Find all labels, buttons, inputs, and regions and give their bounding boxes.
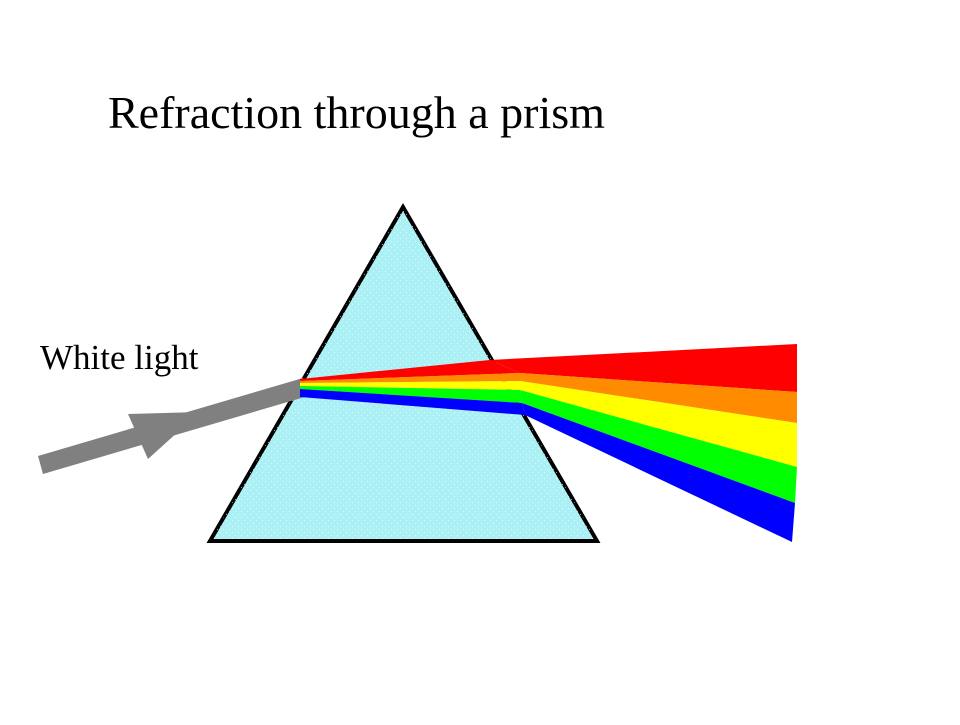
spectrum-band-blue bbox=[522, 403, 795, 542]
internal-band-yellow bbox=[300, 381, 520, 390]
spectrum-band-orange bbox=[520, 373, 797, 423]
spectrum-band-green bbox=[520, 390, 797, 503]
spectrum-band-red bbox=[490, 344, 797, 392]
internal-band-orange bbox=[300, 373, 520, 383]
spectrum-fan bbox=[490, 344, 797, 542]
internal-band-red bbox=[300, 360, 520, 381]
internal-band-blue bbox=[300, 389, 525, 415]
white-light-beam bbox=[38, 378, 308, 474]
internal-spectrum bbox=[300, 360, 525, 415]
beam-arrowhead bbox=[128, 412, 200, 459]
spectrum-band-yellow bbox=[520, 381, 797, 467]
diagram-title: Refraction through a prism bbox=[108, 87, 605, 138]
white-light-label: White light bbox=[40, 338, 199, 377]
internal-band-green bbox=[300, 386, 522, 403]
